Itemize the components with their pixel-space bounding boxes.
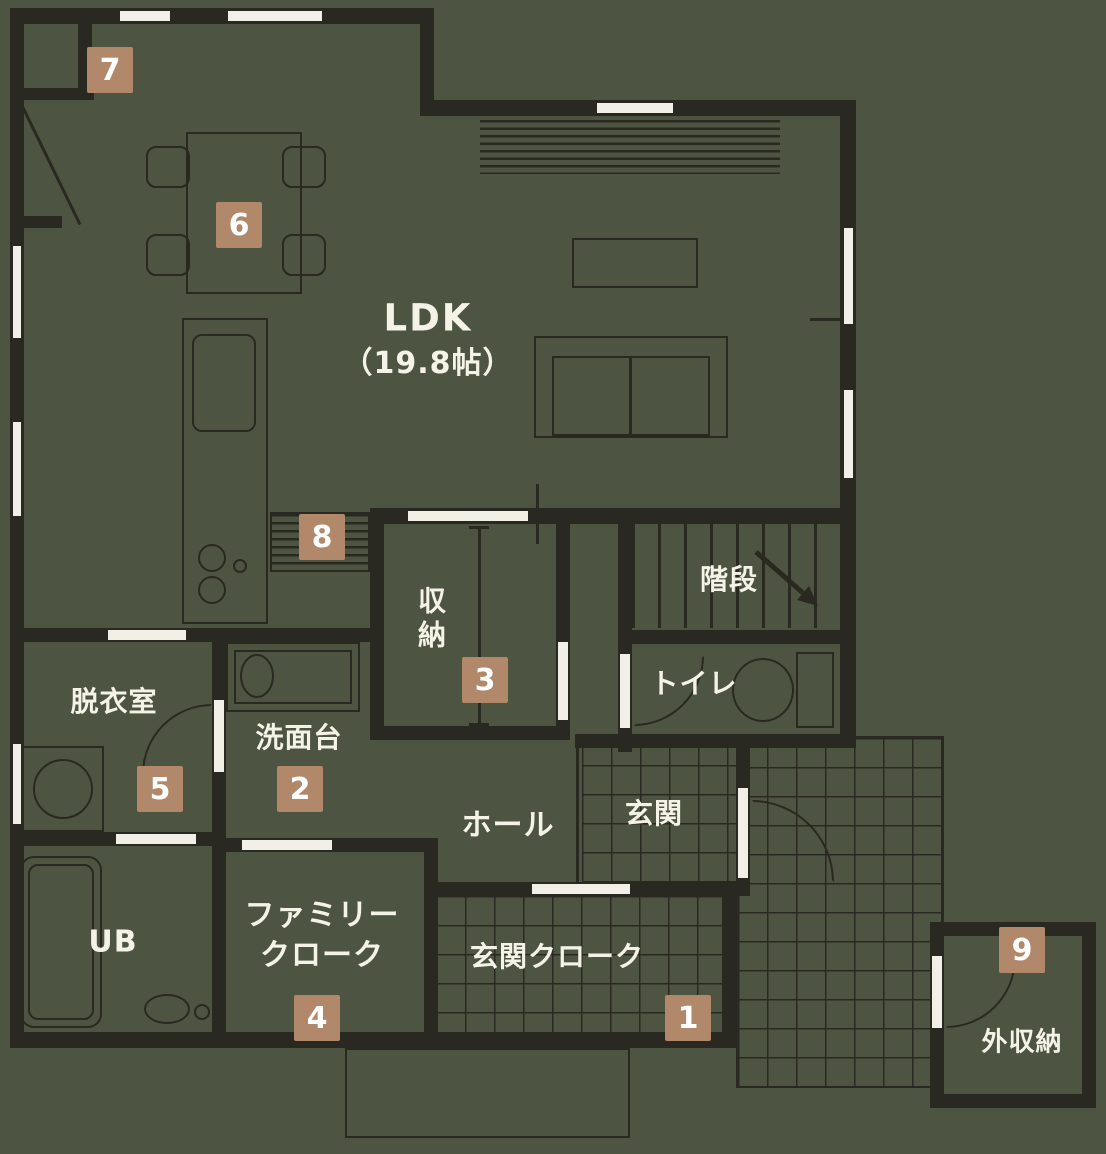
kitchen-dressing-door	[106, 628, 188, 642]
entrance-label: 玄関	[624, 797, 684, 830]
closet-side-opening	[556, 640, 570, 722]
marker-6: 6	[216, 202, 262, 248]
entrance-step-deck	[345, 1048, 630, 1138]
closet-hanger-pipe	[478, 528, 481, 726]
wall	[930, 1094, 1096, 1108]
window	[11, 420, 23, 518]
entrance-tile-floor	[582, 736, 736, 884]
vanity-sink-bowl	[240, 654, 274, 698]
wall	[722, 882, 736, 1032]
bath-label: UB	[88, 924, 138, 960]
marker-4: 4	[294, 995, 340, 1041]
marker-5: 5	[137, 766, 183, 812]
hall-label: ホール	[461, 808, 555, 843]
vanity-counter-inner	[234, 650, 352, 704]
bath-stool	[144, 994, 190, 1024]
wall	[10, 8, 24, 1048]
entrance-step-line	[576, 736, 579, 884]
dressing-door-opening	[212, 698, 226, 774]
dining-chair	[146, 234, 190, 276]
marker-9: 9	[999, 927, 1045, 973]
marker-2: 2	[277, 766, 323, 812]
outdoor-storage-label: 外収納	[981, 1027, 1063, 1058]
porch-tile-floor	[736, 736, 944, 1088]
stairs-direction-arrow	[754, 550, 818, 606]
ldk-size-label: （19.8帖）	[342, 346, 514, 381]
marker-1: 1	[665, 995, 711, 1041]
front-door	[736, 786, 750, 880]
toilet-tank	[796, 652, 834, 728]
kitchen-sink	[192, 334, 256, 432]
wall	[10, 628, 372, 642]
stove-burner	[233, 559, 247, 573]
toilet-label: トイレ	[650, 667, 738, 700]
wall	[618, 630, 856, 644]
marker-8: 8	[299, 514, 345, 560]
louver-window	[480, 120, 780, 174]
hanger-pipe-cap	[469, 526, 489, 529]
dressing-room-label: 脱衣室	[70, 685, 158, 718]
stove-burner	[198, 576, 226, 604]
wall-tick	[536, 484, 539, 544]
stairs-treads	[632, 524, 838, 628]
window	[11, 742, 23, 826]
hanger-pipe-cap	[469, 723, 489, 726]
bathtub-inner	[28, 864, 94, 1020]
wall	[1082, 922, 1096, 1108]
closet-door-line	[17, 98, 82, 226]
marker-3: 3	[462, 657, 508, 703]
dining-chair	[146, 146, 190, 188]
wall	[10, 216, 62, 228]
vanity-counter	[226, 642, 360, 712]
living-table	[572, 238, 698, 288]
stove-burner	[198, 544, 226, 572]
toilet-door-opening	[618, 652, 632, 730]
wall	[370, 726, 570, 740]
entrance-closet-label: 玄関クローク	[469, 940, 645, 973]
window	[842, 388, 855, 480]
vanity-label: 洗面台	[255, 721, 343, 754]
toilet-bowl	[732, 658, 794, 722]
window	[595, 101, 675, 115]
wall-tick	[810, 318, 856, 321]
wall	[840, 508, 856, 748]
kitchen-counter	[182, 318, 268, 624]
sofa-divider	[629, 358, 632, 436]
entrance-closet-door	[530, 882, 632, 896]
closet-sliding-door	[406, 509, 530, 523]
dining-table	[186, 132, 302, 294]
wall	[10, 88, 94, 100]
window	[118, 9, 172, 23]
wall	[575, 734, 856, 748]
bath-drain	[194, 1004, 210, 1020]
wall	[370, 508, 384, 740]
marker-7: 7	[87, 47, 133, 93]
stairs-label: 階段	[699, 563, 759, 596]
wall	[10, 1032, 736, 1048]
wall	[10, 8, 434, 24]
family-closet-label-line2: クローク	[260, 938, 384, 973]
washing-machine-drum	[33, 759, 93, 819]
window	[226, 9, 324, 23]
ldk-label: LDK	[383, 296, 473, 340]
storage-label: 収納	[414, 586, 447, 654]
sofa	[534, 336, 728, 438]
wall	[420, 8, 434, 114]
outdoor-storage-door	[930, 954, 944, 1030]
window	[11, 244, 23, 340]
family-closet-door	[240, 838, 334, 852]
family-closet-label-line1: ファミリー	[244, 898, 400, 933]
dining-chair	[282, 234, 326, 276]
window	[842, 226, 855, 326]
dining-chair	[282, 146, 326, 188]
wall	[424, 838, 438, 1048]
bath-folding-door	[114, 832, 198, 846]
